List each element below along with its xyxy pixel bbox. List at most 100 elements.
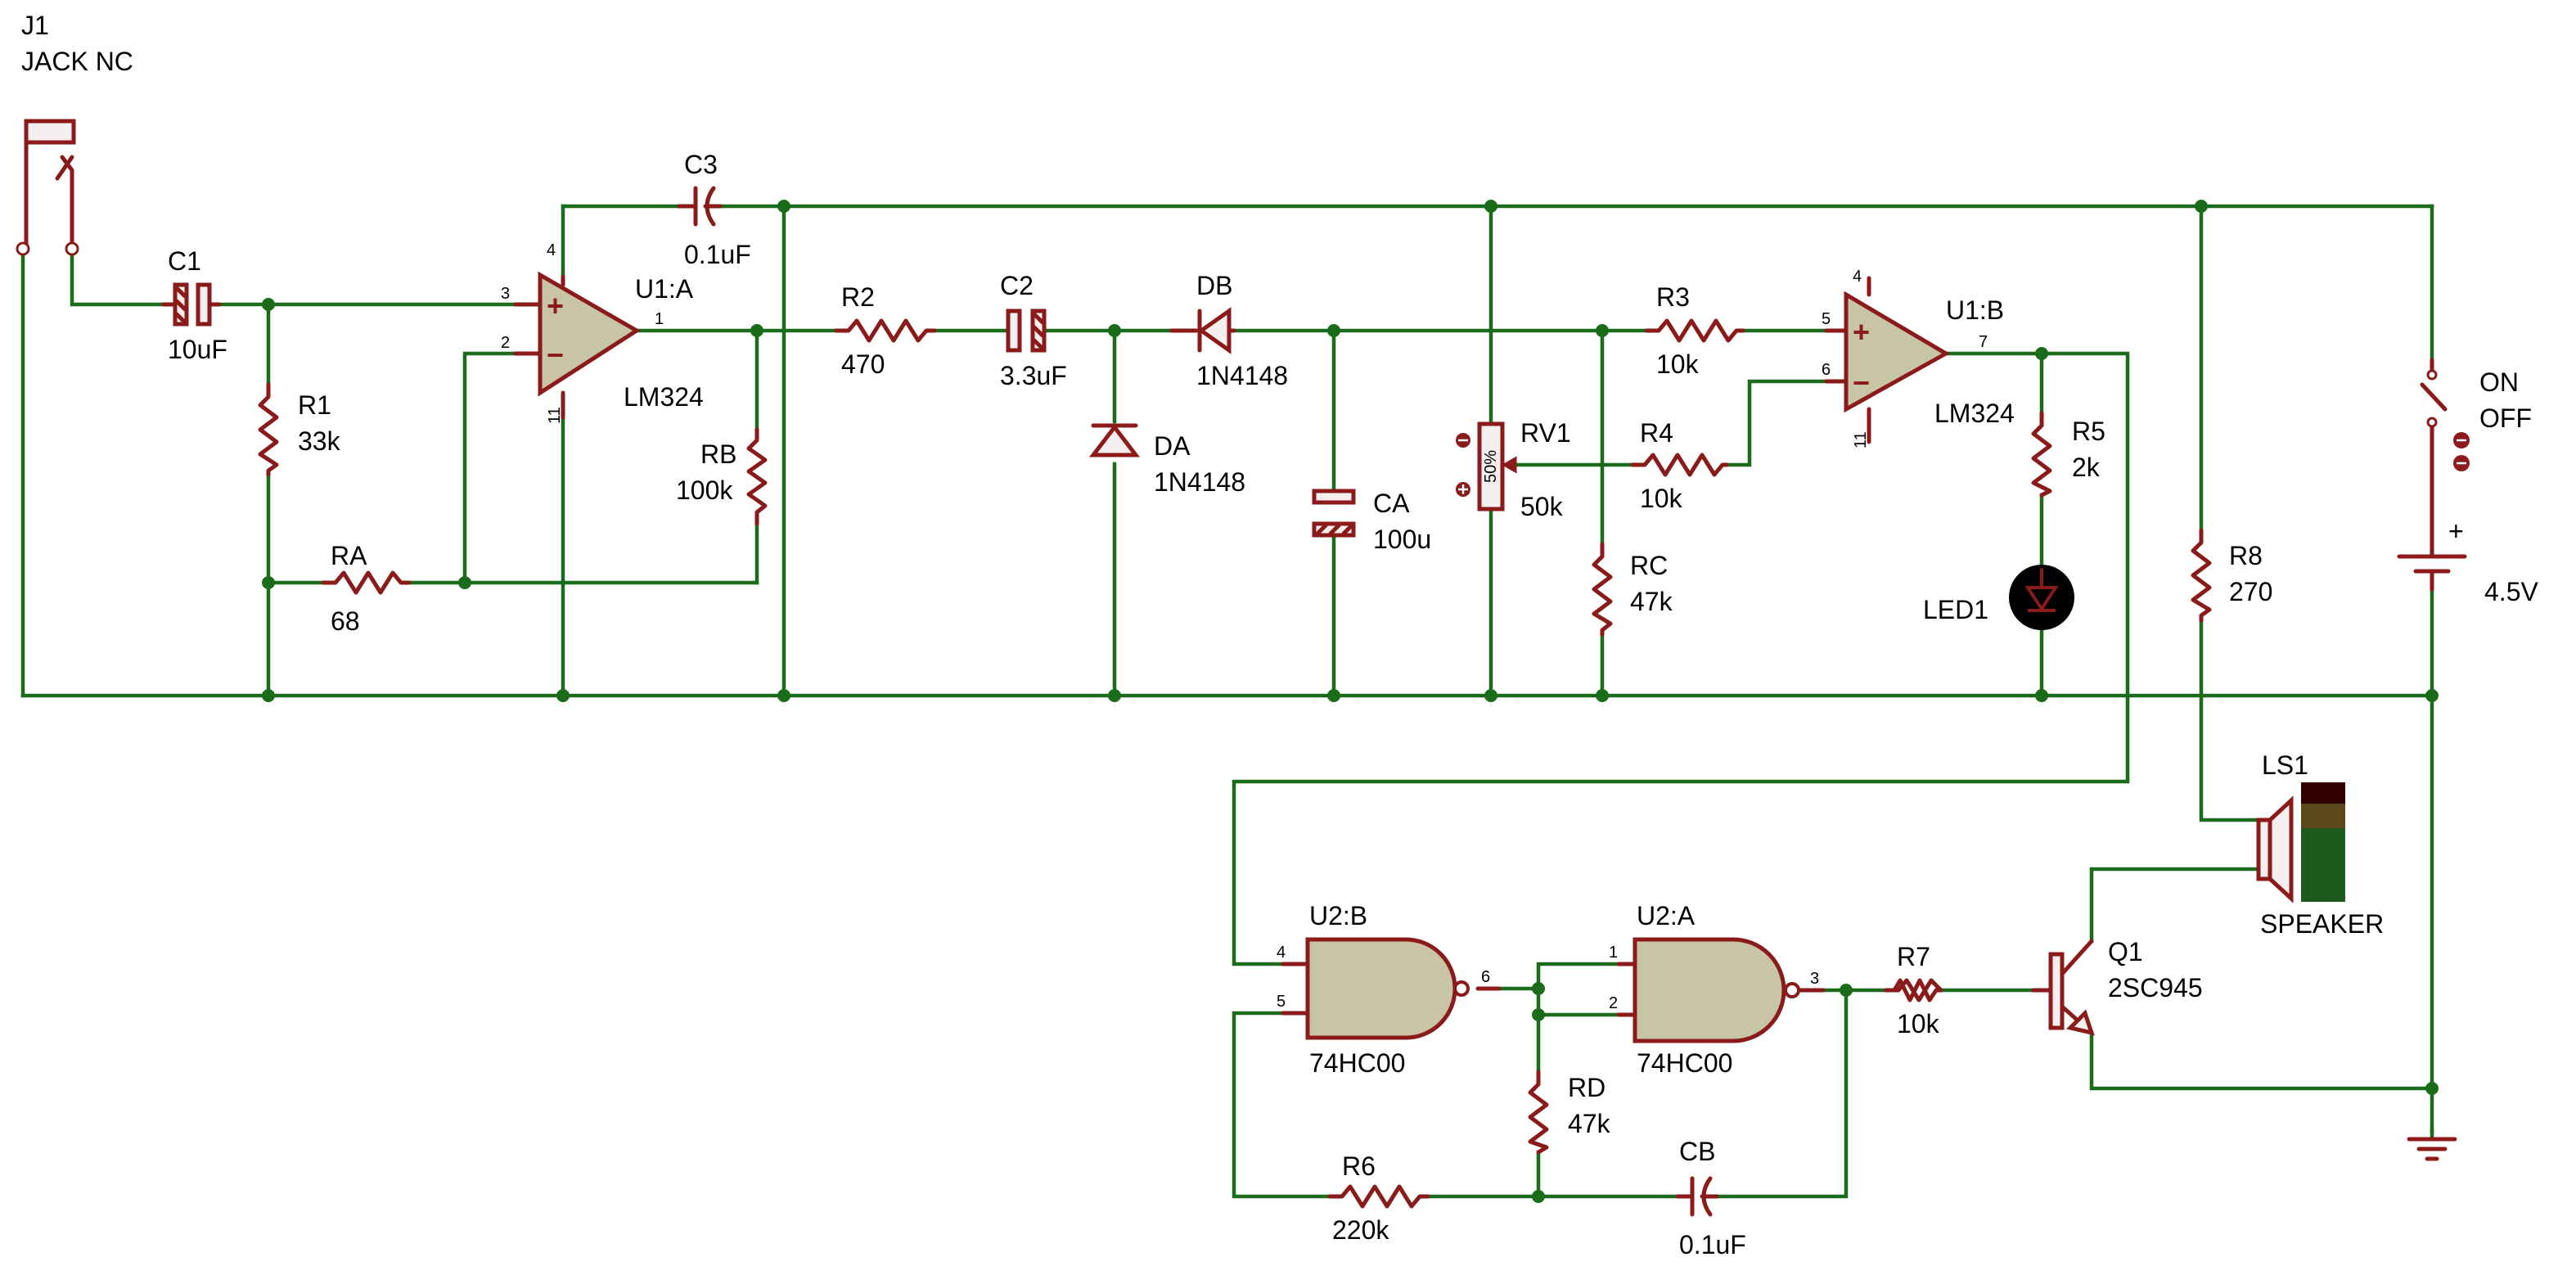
ca-value: 100u (1373, 525, 1431, 554)
capacitor-c1: C1 10uF (161, 246, 227, 364)
junctions (262, 200, 2439, 1203)
rv1-ref: RV1 (1520, 418, 1571, 448)
nand-gate-u2b: 4 5 6 U2:B 74HC00 (1277, 901, 1502, 1078)
battery-value: 4.5V (2484, 577, 2538, 606)
capacitor-ca: CA 100u (1312, 489, 1431, 554)
u1b-value: LM324 (1934, 399, 2015, 428)
ra-ref: RA (331, 541, 367, 570)
u1b-plus: + (1853, 315, 1870, 349)
battery-plus: + (2448, 516, 2464, 546)
ground-symbol (2407, 1129, 2457, 1161)
r1-ref: R1 (298, 390, 331, 420)
rc-value: 47k (1630, 587, 1673, 616)
r5-value: 2k (2072, 453, 2101, 482)
switch-on-label: ON (2479, 367, 2519, 397)
r4-ref: R4 (1640, 418, 1673, 448)
capacitor-cb: CB 0.1uF (1675, 1137, 1746, 1259)
u1a-value: LM324 (624, 382, 704, 412)
q1-value: 2SC945 (2108, 973, 2203, 1002)
u1a-plus: + (547, 289, 564, 322)
u2b-value: 74HC00 (1309, 1048, 1405, 1078)
u1b-pin-gnd: 11 (1852, 431, 1870, 448)
switch-on-off: ON OFF (2420, 358, 2532, 471)
resistor-r8: R8 270 (2191, 528, 2272, 623)
u1b-pin-out: 7 (1979, 333, 1988, 351)
u1b-pin-vcc: 4 (1853, 268, 1862, 286)
j1-value: JACK NC (21, 47, 133, 76)
u2b-pin-a: 4 (1277, 944, 1286, 962)
u1a-pin-vcc: 4 (547, 241, 556, 259)
r8-value: 270 (2229, 577, 2272, 606)
r7-value: 10k (1897, 1009, 1940, 1038)
resistor-rd: RD 47k (1528, 1070, 1611, 1155)
potentiometer-rv1: 50% RV1 50k (1456, 418, 1571, 521)
c3-value: 0.1uF (684, 240, 751, 269)
u1b-minus: − (1853, 366, 1870, 399)
diode-da: DA 1N4148 (1088, 423, 1245, 497)
resistor-rb: RB 100k (676, 427, 768, 526)
u1b-pin-inp: 5 (1822, 310, 1831, 328)
jack-j1: J1 JACK NC (16, 11, 133, 256)
capacitor-c2: C2 3.3uF (1000, 271, 1067, 390)
u1b-ref: U1:B (1946, 295, 2004, 325)
resistor-r7: R7 10k (1884, 942, 1943, 1038)
u1a-ref: U1:A (635, 274, 694, 304)
resistor-ra: RA 68 (321, 541, 412, 636)
ls1-value: SPEAKER (2260, 909, 2384, 939)
r1-value: 33k (298, 426, 341, 456)
c2-value: 3.3uF (1000, 361, 1067, 390)
resistor-r4: R4 10k (1630, 418, 1729, 513)
resistor-rc: RC 47k (1592, 542, 1673, 637)
resistor-r6: R6 220k (1327, 1151, 1430, 1245)
ls1-ref: LS1 (2262, 750, 2308, 780)
r6-value: 220k (1332, 1215, 1389, 1245)
nand-gate-u2a: 1 2 3 U2:A 74HC00 (1609, 901, 1826, 1078)
u1a-minus: − (547, 338, 564, 372)
transistor-q1: Q1 2SC945 (2031, 937, 2203, 1036)
r3-value: 10k (1656, 349, 1700, 379)
battery-4-5v: + 4.5V (2397, 439, 2538, 606)
r2-ref: R2 (841, 282, 875, 312)
u2b-ref: U2:B (1309, 901, 1367, 930)
u2a-pin-y: 3 (1810, 970, 1819, 988)
da-value: 1N4148 (1154, 467, 1245, 497)
c3-ref: C3 (684, 150, 718, 179)
led1-ref: LED1 (1923, 595, 1988, 624)
opamp-u1b: + − 4 5 6 7 11 U1:B LM324 (1822, 268, 2015, 448)
rv1-value: 50k (1520, 492, 1564, 521)
cb-ref: CB (1679, 1137, 1715, 1166)
switch-off-label: OFF (2479, 403, 2532, 433)
c2-ref: C2 (1000, 271, 1034, 300)
r2-value: 470 (841, 349, 885, 379)
c1-value: 10uF (168, 335, 227, 364)
u2a-pin-b: 2 (1609, 994, 1618, 1012)
resistor-r5: R5 2k (2031, 411, 2105, 498)
rc-ref: RC (1630, 551, 1668, 580)
u2b-pin-y: 6 (1481, 968, 1490, 986)
led-led1: LED1 (1923, 565, 2074, 630)
r5-ref: R5 (2072, 417, 2105, 446)
rv1-marking: 50% (1482, 450, 1500, 483)
speaker-ls1: LS1 SPEAKER (2256, 750, 2384, 939)
c1-ref: C1 (168, 246, 201, 276)
db-ref: DB (1196, 271, 1232, 300)
r8-ref: R8 (2229, 541, 2263, 570)
rd-ref: RD (1568, 1073, 1605, 1102)
u2a-ref: U2:A (1637, 901, 1696, 930)
u1a-pin-inn: 2 (501, 334, 510, 352)
da-ref: DA (1154, 431, 1191, 461)
u1a-pin-inp: 3 (501, 285, 510, 303)
j1-ref: J1 (21, 11, 49, 40)
diode-db: DB 1N4148 (1169, 271, 1288, 390)
q1-ref: Q1 (2108, 937, 2143, 966)
u2b-pin-b: 5 (1277, 993, 1286, 1011)
u1b-pin-inn: 6 (1822, 361, 1831, 379)
r4-value: 10k (1640, 484, 1683, 513)
r3-ref: R3 (1656, 282, 1690, 312)
r6-ref: R6 (1342, 1151, 1376, 1181)
capacitor-c3: C3 0.1uF (677, 150, 751, 269)
rd-value: 47k (1568, 1109, 1611, 1138)
db-value: 1N4148 (1196, 361, 1288, 390)
cb-value: 0.1uF (1679, 1230, 1746, 1259)
u1a-pin-out: 1 (655, 310, 664, 328)
